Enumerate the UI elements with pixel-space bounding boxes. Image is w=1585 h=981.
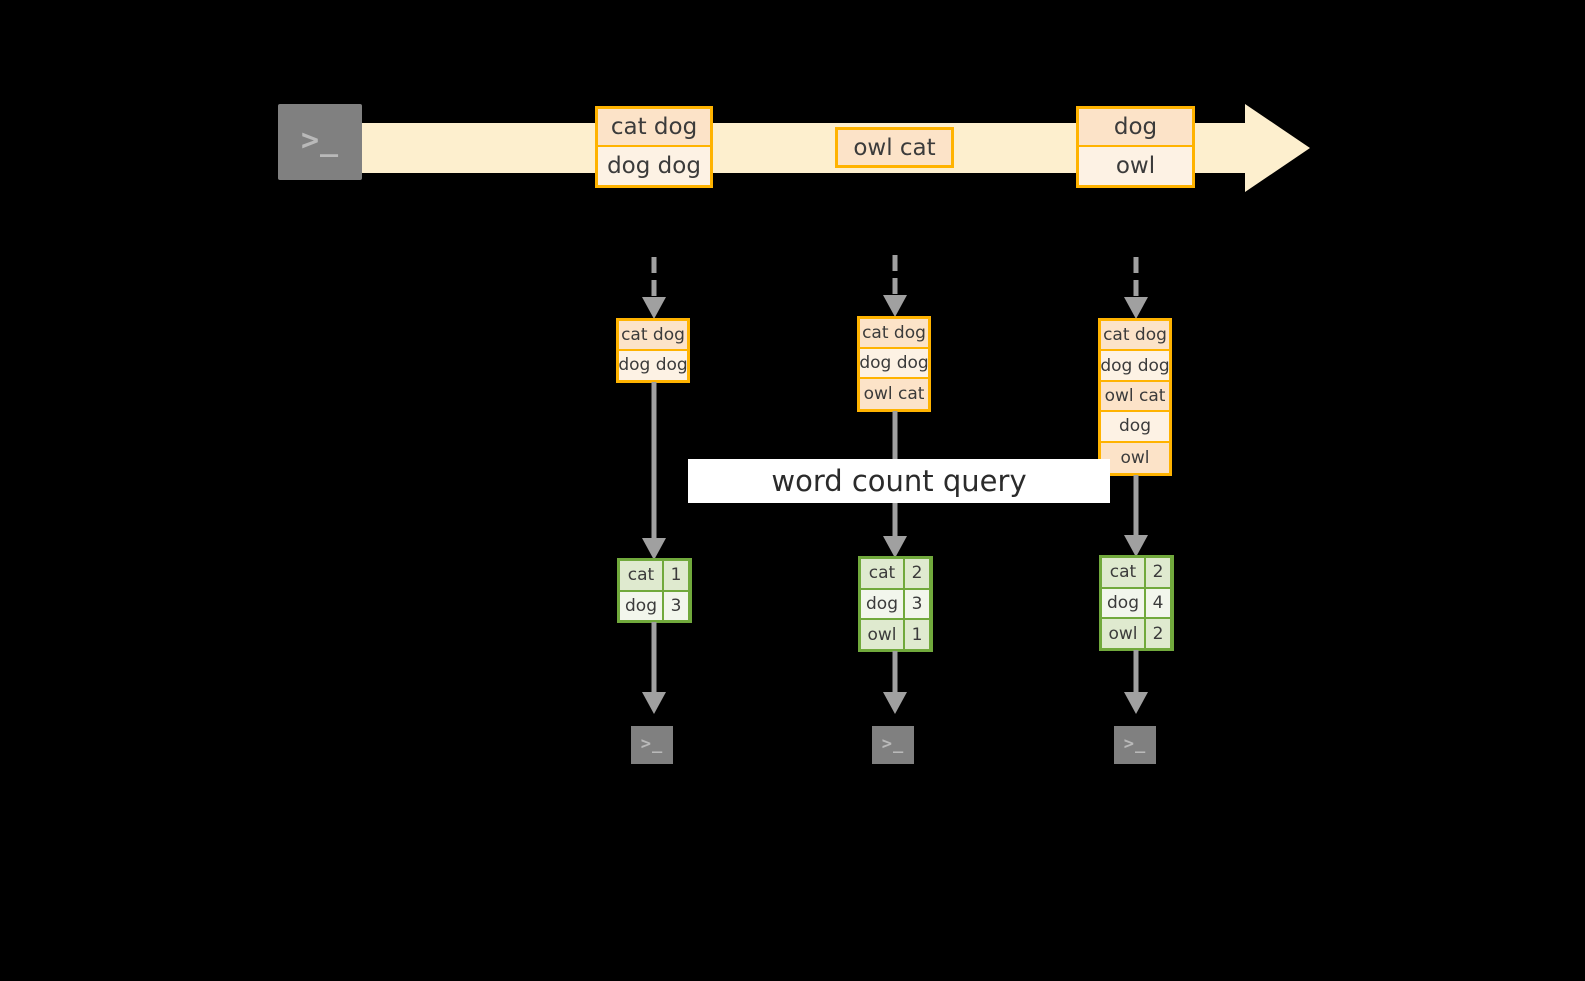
result-word: owl [861, 620, 905, 650]
result-count: 1 [905, 620, 929, 650]
result-count: 4 [1146, 588, 1170, 618]
snapshot-record: dog dog [859, 349, 929, 380]
result-table-2: cat 2 dog 3 owl 1 [858, 556, 933, 652]
query-arrow-3 [1124, 475, 1148, 557]
snapshot-1: cat dog dog dog [616, 318, 690, 383]
result-word: dog [1102, 588, 1146, 618]
stream-batch-2: owl cat [835, 127, 954, 168]
result-word: cat [861, 559, 905, 588]
terminal-body [872, 726, 914, 764]
result-word: owl [1102, 619, 1146, 649]
terminal-prompt-glyph: >_ [300, 122, 340, 158]
result-count: 3 [905, 589, 929, 619]
result-count: 2 [1146, 558, 1170, 587]
result-row: cat 2 [861, 559, 930, 590]
result-table-1: cat 1 dog 3 [617, 558, 692, 623]
sink-arrow-1 [642, 622, 666, 714]
terminal-body [278, 104, 362, 180]
snapshot-record: cat dog [860, 319, 928, 350]
stream-record: owl cat [838, 130, 951, 165]
snapshot-record: dog dog [1100, 351, 1170, 382]
result-word: dog [861, 589, 905, 619]
stream-batch-1: cat dog dog dog [595, 106, 713, 188]
stream-record: cat dog [598, 109, 710, 147]
snapshot-record: owl cat [860, 379, 928, 409]
drop-arrow-3 [1124, 257, 1148, 319]
result-row: owl 2 [1102, 619, 1171, 649]
terminal-prompt-glyph: >_ [1123, 733, 1147, 754]
result-word: cat [620, 561, 664, 590]
result-table-3: cat 2 dog 4 owl 2 [1099, 555, 1174, 651]
result-row: owl 1 [861, 620, 930, 650]
snapshot-record: cat dog [619, 321, 687, 351]
source-terminal-icon: >_ [268, 94, 372, 190]
sink-terminal-icon-2: >_ [862, 716, 924, 774]
snapshot-record: dog dog [618, 350, 688, 380]
stream-record: owl [1079, 147, 1192, 185]
snapshot-record: cat dog [1101, 321, 1169, 352]
query-arrow-1 [642, 382, 666, 560]
snapshot-2: cat dog dog dog owl cat [857, 316, 931, 412]
result-row: dog 3 [620, 591, 689, 620]
stream-record: dog [1079, 109, 1192, 147]
result-row: dog 3 [861, 589, 930, 621]
sink-terminal-icon-3: >_ [1104, 716, 1166, 774]
stream-batch-3: dog owl [1076, 106, 1195, 188]
stream-record: dog dog [598, 147, 710, 185]
result-row: cat 2 [1102, 558, 1171, 589]
drop-arrow-1 [642, 257, 666, 319]
result-row: cat 1 [620, 561, 689, 592]
result-count: 2 [905, 559, 929, 588]
sink-arrow-3 [1124, 650, 1148, 714]
terminal-prompt-glyph: >_ [881, 733, 905, 754]
terminal-body [1114, 726, 1156, 764]
snapshot-3: cat dog dog dog owl cat dog owl [1098, 318, 1172, 476]
snapshot-record: owl cat [1101, 381, 1169, 413]
result-row: dog 4 [1102, 588, 1171, 620]
result-word: cat [1102, 558, 1146, 587]
query-label-banner: word count query [688, 459, 1110, 503]
sink-terminal-icon-1: >_ [621, 716, 683, 774]
terminal-prompt-glyph: >_ [640, 733, 664, 754]
result-word: dog [620, 591, 664, 620]
snapshot-record: dog [1101, 412, 1169, 443]
result-count: 2 [1146, 619, 1170, 649]
drop-arrow-2 [883, 255, 907, 317]
snapshot-record: owl [1101, 442, 1169, 473]
sink-arrow-2 [883, 651, 907, 714]
result-count: 1 [664, 561, 688, 590]
terminal-body [631, 726, 673, 764]
result-count: 3 [664, 591, 688, 620]
